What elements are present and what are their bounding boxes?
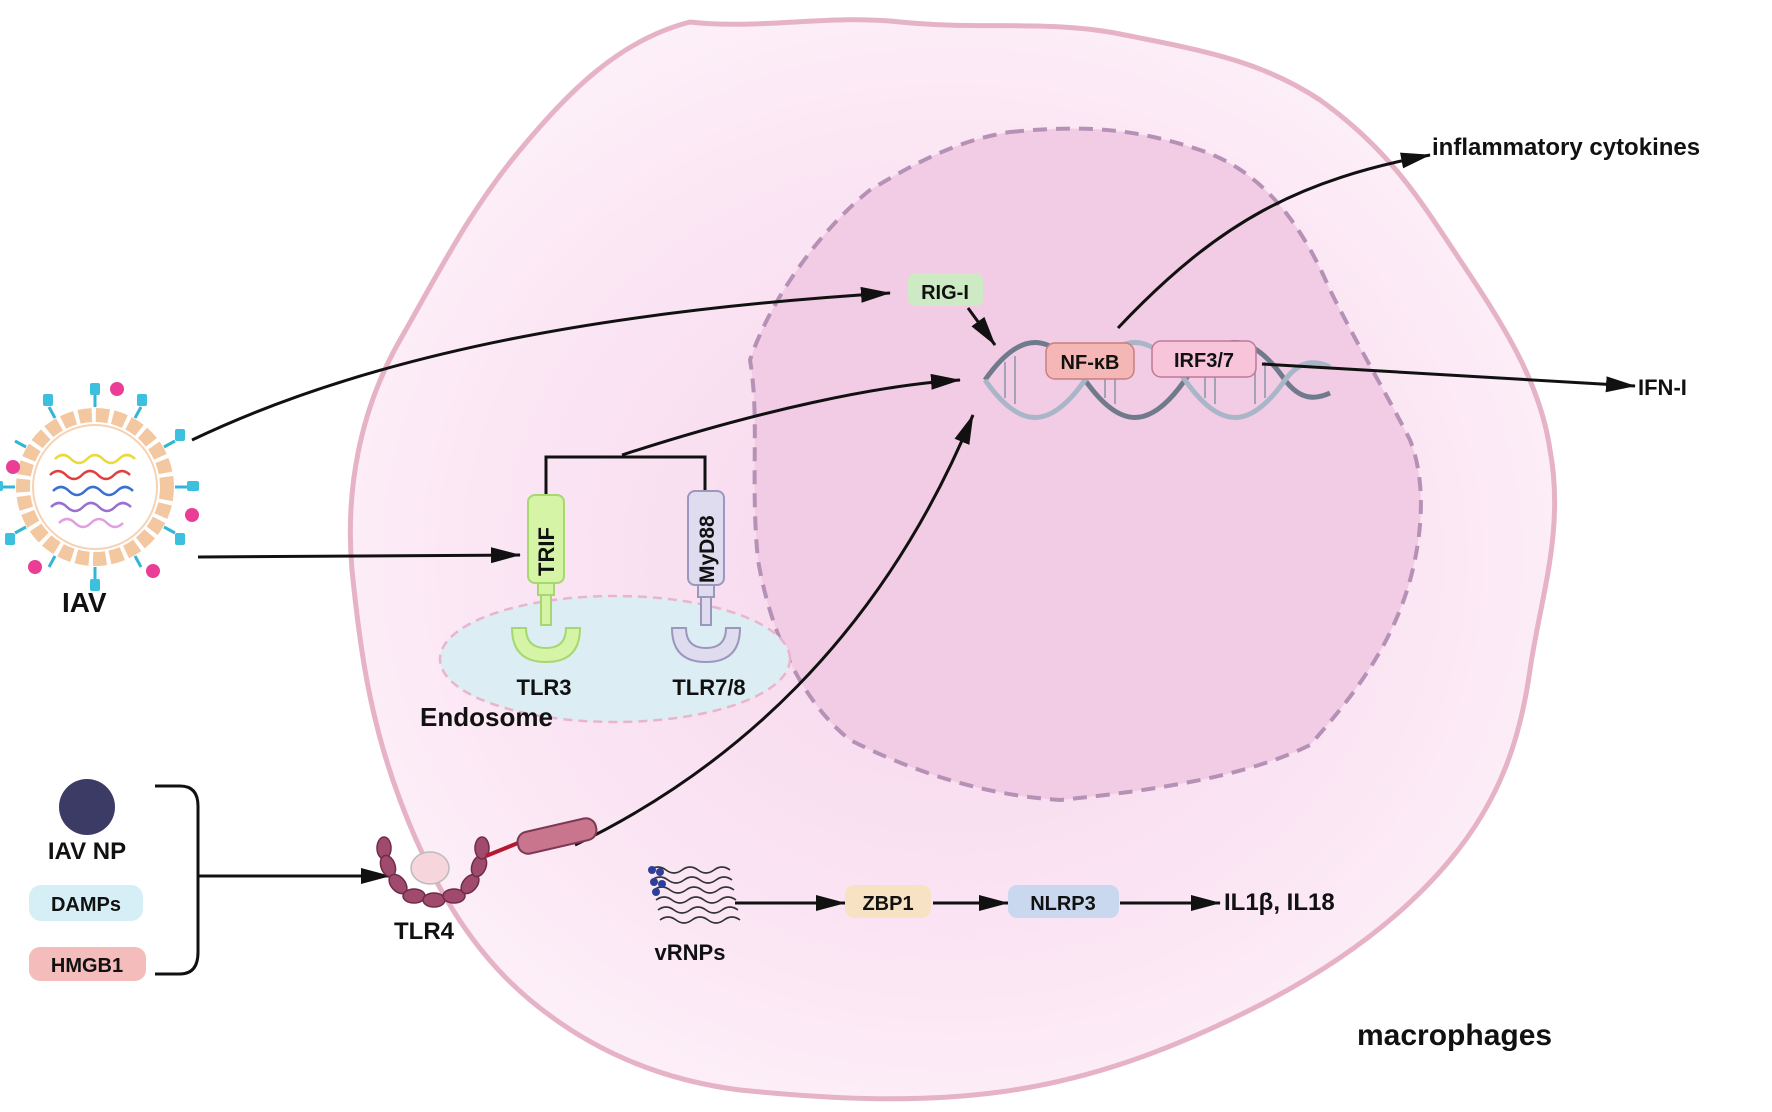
irf-pill — [1151, 340, 1257, 378]
rig-i-label: RIG-I — [921, 282, 969, 304]
arrow-adaptors-to-dna — [621, 373, 961, 457]
arrows — [191, 152, 1636, 911]
tlr4-receptor-icon — [376, 817, 598, 908]
iav-np-label: IAV NP — [48, 838, 126, 865]
tlr3-label: TLR3 — [517, 675, 572, 700]
arrow-tlr4-to-dna — [574, 414, 975, 847]
nfkb-label: NF-κB — [1061, 352, 1120, 374]
ifn-label: IFN-I — [1638, 375, 1687, 400]
endosome-label: Endosome — [420, 702, 553, 732]
nlrp3-pill — [1008, 885, 1119, 918]
zbp1-label: ZBP1 — [862, 893, 913, 915]
trif-label: TRIF — [534, 527, 559, 576]
endosome — [438, 594, 792, 724]
zbp1-pill — [845, 885, 931, 918]
tlr78-label: TLR7/8 — [672, 675, 745, 700]
arrow-rig-i-to-dna — [966, 307, 997, 346]
arrow-iav-to-rig-i — [191, 286, 891, 442]
damps-pill — [29, 885, 143, 921]
tlr3-receptor-icon — [510, 627, 582, 664]
arrow-iav-to-trif — [197, 547, 521, 564]
myd88-label: MyD88 — [696, 515, 719, 583]
inflammatory-cytokines-label: inflammatory cytokines — [1432, 134, 1700, 161]
damps-label: DAMPs — [51, 894, 121, 916]
iav-label: IAV — [62, 587, 107, 618]
nfkb-pill — [1045, 342, 1135, 380]
trif-adaptor: TRIF — [510, 494, 582, 664]
iav-np-icon — [59, 779, 115, 835]
bracket — [155, 784, 200, 976]
nlrp3-label: NLRP3 — [1030, 893, 1096, 915]
hmgb1-label: HMGB1 — [51, 955, 123, 977]
vrnps-icon — [648, 866, 741, 924]
hmgb1-pill — [29, 947, 146, 981]
adaptor-connector — [544, 455, 707, 495]
arrow-nfkb-to-cytokines — [1116, 152, 1431, 330]
tlr78-receptor-icon — [670, 627, 742, 664]
iav-virus-icon — [0, 382, 199, 591]
irf-label: IRF3/7 — [1174, 350, 1234, 372]
arrow-irf-to-ifn — [1261, 362, 1636, 393]
vrnps-label: vRNPs — [655, 940, 726, 965]
myd88-adaptor: MyD88 — [670, 490, 742, 664]
rig-i-pill — [908, 273, 983, 306]
il-label: IL1β, IL18 — [1224, 889, 1335, 916]
macrophages-label: macrophages — [1357, 1019, 1552, 1052]
tlr4-label: TLR4 — [394, 918, 455, 945]
